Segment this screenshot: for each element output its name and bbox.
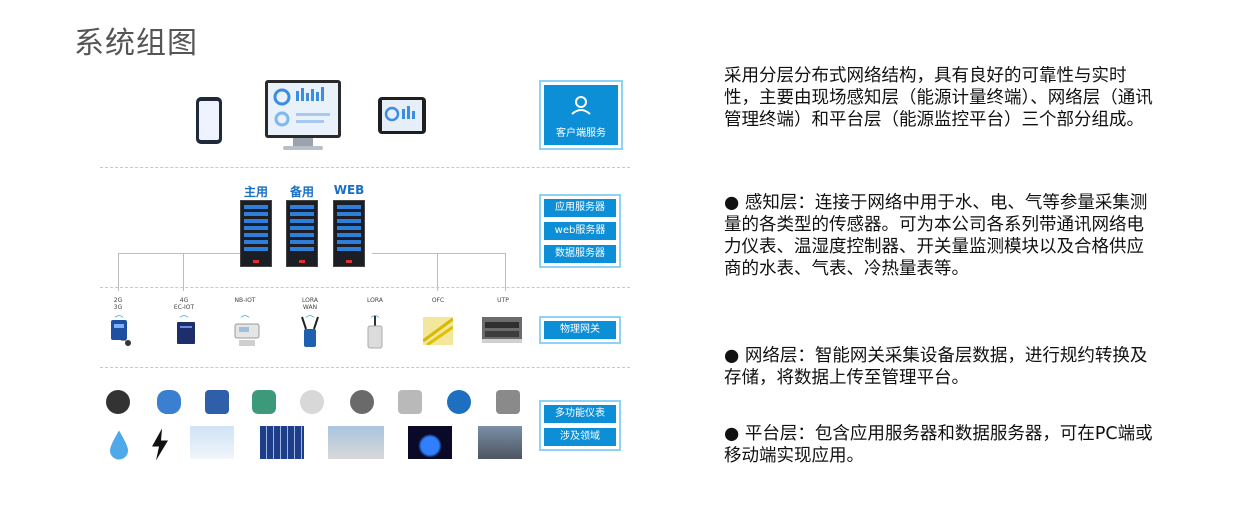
server-label-web: WEB	[333, 183, 365, 197]
water-drop-icon	[110, 430, 128, 460]
divider-3	[100, 367, 630, 368]
perception-layer-paragraph: ● 感知层：连接于网络中用于水、电、气等参量采集测量的各类型的传感器。可为本公司…	[724, 193, 1148, 279]
gateway-label-lorawan: LORA WAN	[302, 297, 318, 311]
intro-paragraph: 采用分层分布式网络结构，具有良好的可靠性与实时性，主要由现场感知层（能源计量终端…	[724, 66, 1153, 130]
gateway-label-nbiot: NB-IOT	[234, 297, 256, 304]
gateway-label-ofc: OFC	[431, 297, 445, 304]
desktop-monitor-icon	[265, 80, 341, 138]
camera-icon	[300, 390, 324, 414]
wifi-icon: ︵	[370, 310, 380, 320]
web-server-icon	[333, 200, 365, 267]
gateway-label-utp: UTP	[497, 297, 509, 304]
optical-fiber-icon	[423, 317, 453, 345]
server-label-primary: 主用	[243, 185, 268, 199]
monitor-base	[283, 146, 323, 150]
connector-right	[372, 253, 506, 254]
substation-image	[478, 426, 522, 459]
wifi-icon: ︵	[240, 310, 250, 320]
gateway-label-4g: 4G EC-IOT	[173, 297, 195, 311]
wind-turbine-image	[190, 426, 234, 459]
multifunction-meter-icon	[496, 390, 520, 414]
divider-2	[100, 287, 630, 288]
divider-1	[100, 167, 630, 168]
app-server-button[interactable]: 应用服务器	[544, 199, 616, 217]
physical-gateway-button[interactable]: 物理网关	[544, 321, 616, 339]
gas-tanks-image	[328, 426, 384, 459]
client-service-frame: 客户端服务	[539, 80, 623, 150]
web-server-button[interactable]: web服务器	[544, 222, 616, 240]
client-service-label: 客户端服务	[556, 128, 606, 139]
gateway-label-2g3g: 2G 3G	[113, 297, 123, 311]
client-service-button[interactable]: 客户端服务	[544, 85, 618, 145]
gateway-label-lora: LORA	[367, 297, 383, 304]
solar-panel-image	[260, 426, 304, 459]
gauge-icon	[350, 390, 374, 414]
lorawan-gateway-device-icon	[301, 316, 319, 347]
field-frame: 多功能仪表 涉及领域	[539, 400, 621, 451]
user-icon	[571, 96, 591, 115]
network-layer-paragraph: ● 网络层：智能网关采集设备层数据，进行规约转换及存储，将数据上传至管理平台。	[724, 346, 1148, 388]
server-services-frame: 应用服务器 web服务器 数据服务器	[539, 194, 621, 268]
power-meter-icon	[106, 390, 130, 414]
gateway-frame: 物理网关	[539, 316, 621, 344]
data-server-button[interactable]: 数据服务器	[544, 245, 616, 263]
water-meter-icon	[252, 390, 276, 414]
multifunction-meter-button[interactable]: 多功能仪表	[544, 405, 616, 423]
gas-flame-image	[408, 426, 452, 459]
nbiot-meter-device-icon	[234, 323, 260, 346]
backup-server-icon	[286, 200, 318, 267]
connector-left	[118, 253, 240, 254]
wifi-icon: ︵	[114, 310, 124, 320]
tablet-icon	[378, 97, 426, 134]
monitor-stand	[293, 138, 313, 147]
wifi-icon: ︵	[179, 310, 189, 320]
gas-meter-icon	[398, 390, 422, 414]
page-title: 系统组图	[74, 26, 198, 61]
pressure-transmitter-icon	[205, 390, 229, 414]
platform-layer-paragraph: ● 平台层：包含应用服务器和数据服务器，可在PC端或移动端实现应用。	[724, 424, 1153, 466]
primary-server-icon	[240, 200, 272, 267]
server-label-backup: 备用	[289, 185, 314, 199]
utp-switch-icon	[482, 317, 522, 343]
flow-meter-icon	[157, 390, 181, 414]
lora-module-device-icon	[367, 316, 383, 349]
lightning-icon	[152, 428, 168, 461]
application-domain-button[interactable]: 涉及领域	[544, 428, 616, 446]
2g-gateway-device-icon	[111, 320, 131, 346]
4g-gateway-device-icon	[177, 322, 195, 344]
heat-meter-icon	[447, 390, 471, 414]
smartphone-icon	[196, 97, 222, 144]
wifi-icon: ︵	[305, 310, 315, 320]
